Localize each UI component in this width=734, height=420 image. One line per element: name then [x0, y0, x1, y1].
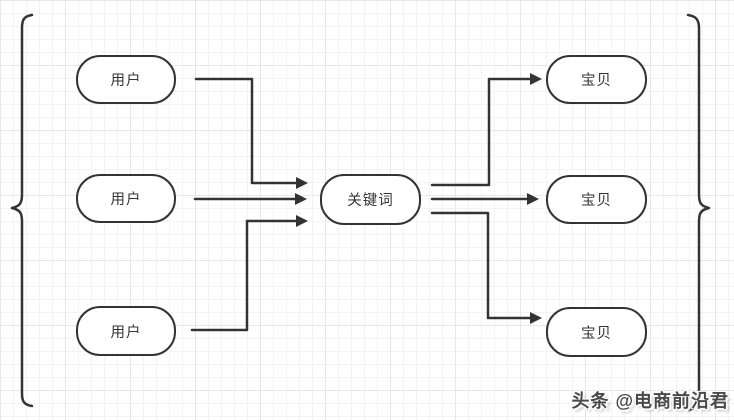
- node-item-3: 宝贝: [546, 307, 647, 357]
- node-keyword: 关键词: [320, 174, 421, 225]
- left-curly-brace: [10, 13, 34, 408]
- right-curly-brace: [686, 13, 711, 412]
- node-item-1: 宝贝: [546, 55, 647, 104]
- edge-keyword-item3: [430, 211, 542, 324]
- watermark: 头条 @电商前沿君: [571, 391, 729, 411]
- node-user-1: 用户: [76, 55, 176, 104]
- node-user-3: 用户: [76, 306, 176, 356]
- edge-user1-keyword: [194, 77, 308, 189]
- node-user-2: 用户: [76, 174, 176, 223]
- edge-user3-keyword: [190, 215, 308, 332]
- edge-keyword-item1: [430, 73, 542, 187]
- node-item-2: 宝贝: [546, 175, 647, 224]
